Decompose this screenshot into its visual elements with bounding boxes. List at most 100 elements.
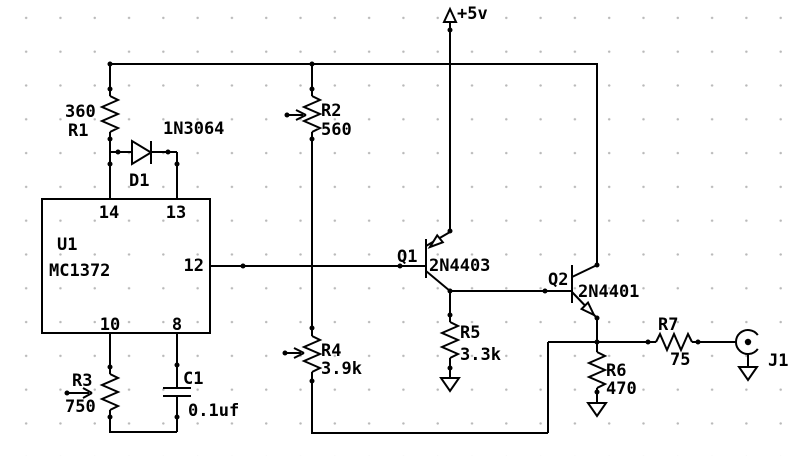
junction-dot	[447, 365, 453, 371]
junction-dot	[174, 414, 180, 420]
resistor-r6: R6 470	[586, 351, 637, 418]
resistor-r4-zigzag	[301, 335, 323, 373]
junction-dot	[284, 112, 290, 118]
wire-output-node	[547, 341, 736, 433]
transistor-q2-arrow-icon	[579, 300, 597, 318]
resistor-r3-ref: R3	[72, 371, 92, 391]
junction-dot	[397, 263, 403, 269]
transistor-q1-part: 2N4403	[429, 256, 490, 276]
transistor-q1-collector	[425, 270, 451, 292]
junction-dot	[542, 288, 548, 294]
resistor-r4: R4 3.9k	[285, 335, 362, 379]
ground-icon-j1	[737, 366, 759, 382]
ic-u1-pin14-label: 14	[99, 203, 119, 223]
junction-dot	[309, 378, 315, 384]
junction-dot	[695, 339, 701, 345]
capacitor-c1-plates	[163, 387, 191, 397]
junction-dot	[165, 149, 171, 155]
diode-d1-triangle-icon	[131, 139, 153, 166]
junction-dot	[107, 86, 113, 92]
connector-j1-ring-icon	[734, 329, 759, 355]
transistor-q2: Q2 2N4401	[548, 264, 639, 319]
resistor-r3-value: 750	[65, 397, 96, 417]
junction-dot	[282, 350, 288, 356]
resistor-r5: R5 3.3k	[439, 321, 501, 393]
resistor-r4-value: 3.9k	[321, 359, 362, 379]
resistor-r1-zigzag	[99, 95, 121, 133]
junction-dot	[107, 414, 113, 420]
transistor-q2-collector	[571, 264, 598, 278]
power-symbol-5v: +5v	[442, 4, 488, 24]
resistor-r1-ref: R1	[68, 121, 88, 141]
resistor-r6-zigzag	[586, 351, 608, 389]
capacitor-c1-ref: C1	[183, 369, 203, 389]
junction-dot	[107, 161, 113, 167]
resistor-r2-ref: R2	[321, 101, 341, 121]
junction-dot	[107, 364, 113, 370]
resistor-r1: 360 R1	[65, 95, 121, 141]
connector-j1: J1	[734, 329, 788, 382]
junction-dot	[447, 27, 453, 33]
ic-u1-pin13-label: 13	[166, 203, 186, 223]
transistor-q1-arrow-icon	[427, 233, 445, 249]
junction-dot	[645, 339, 651, 345]
capacitor-c1: C1 0.1uf	[163, 369, 239, 421]
junction-dot	[594, 389, 600, 395]
resistor-r5-ref: R5	[460, 323, 480, 343]
ic-u1-pin10-label: 10	[100, 315, 120, 335]
ic-u1-pin8-label: 8	[172, 315, 182, 335]
resistor-r3-arrow-icon	[67, 387, 93, 399]
wires	[109, 22, 736, 434]
power-arrow-icon	[442, 6, 458, 23]
resistor-r2-zigzag	[301, 95, 323, 133]
resistor-r6-ref: R6	[606, 361, 626, 381]
resistor-r7-zigzag	[655, 331, 693, 353]
ic-u1-part: MC1372	[49, 261, 110, 281]
resistor-r7: R7 75	[655, 315, 693, 370]
transistor-q2-part: 2N4401	[578, 282, 639, 302]
diode-d1: 1N3064 D1	[129, 119, 224, 191]
resistor-r1-value: 360	[65, 102, 96, 122]
junction-dot	[309, 325, 315, 331]
junction-dot	[594, 315, 600, 321]
junction-dot	[174, 362, 180, 368]
junction-dot	[240, 263, 246, 269]
junction-dot	[309, 136, 315, 142]
junction-dot	[64, 390, 70, 396]
junction-dot	[447, 312, 453, 318]
capacitor-c1-value: 0.1uf	[188, 401, 239, 421]
connector-j1-center-pin	[744, 338, 752, 346]
ground-icon-r5	[439, 377, 461, 393]
junction-dots	[64, 27, 701, 420]
wire-pin10-r3	[109, 333, 177, 433]
resistor-r3-zigzag	[99, 373, 121, 411]
ground-icon-r6	[586, 402, 608, 418]
resistor-r4-ref: R4	[321, 341, 341, 361]
junction-dot	[594, 339, 600, 345]
power-label: +5v	[457, 4, 488, 24]
diode-d1-ref: D1	[129, 171, 149, 191]
junction-dot	[594, 262, 600, 268]
resistor-r4-arrow-icon	[285, 347, 305, 359]
resistor-r2-arrow-icon	[287, 109, 307, 121]
resistor-r5-zigzag	[439, 321, 461, 359]
connector-j1-ref: J1	[768, 351, 788, 371]
transistor-q1-ref: Q1	[397, 247, 417, 267]
junction-dot	[107, 61, 113, 67]
ic-u1: U1 MC1372 14 13 12 10 8	[41, 198, 211, 335]
junction-dot	[447, 288, 453, 294]
wire-top-rail	[110, 63, 598, 265]
ic-u1-body	[41, 198, 211, 334]
resistor-r2: R2 560	[287, 95, 352, 140]
junction-dot	[309, 86, 315, 92]
junction-dot	[107, 136, 113, 142]
transistor-q1: Q1 2N4403	[397, 231, 490, 292]
ic-u1-ref: U1	[57, 235, 77, 255]
transistor-q2-ref: Q2	[548, 270, 568, 290]
ic-u1-pin12-label: 12	[184, 256, 204, 276]
resistor-r3: R3 750	[65, 371, 121, 417]
junction-dot	[174, 161, 180, 167]
junction-dot	[447, 228, 453, 234]
